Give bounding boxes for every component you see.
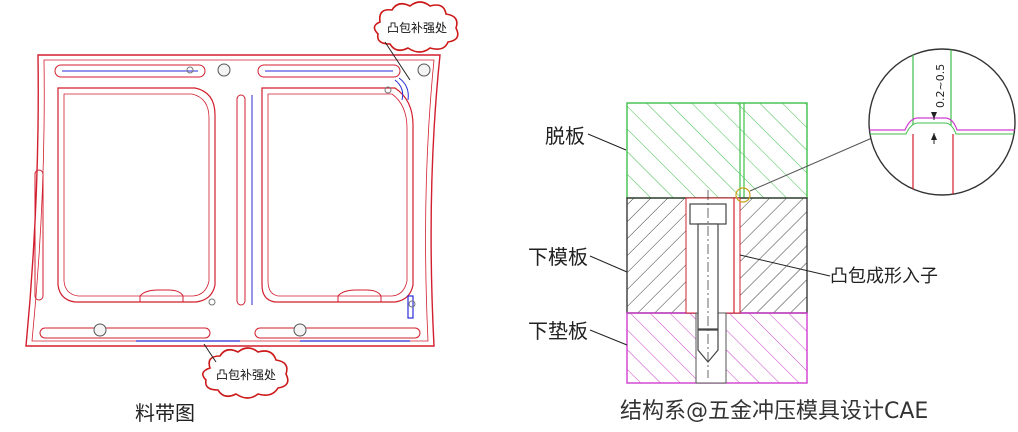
detail-bump-profile — [869, 117, 1015, 131]
detail-leader — [749, 137, 873, 192]
stripper-plate — [626, 102, 808, 199]
callout-cloud-top — [373, 1, 459, 53]
small-hole — [208, 298, 216, 306]
callout-top-leader — [384, 41, 411, 81]
callout-top: 凸包补强处 — [373, 1, 459, 81]
forming-insert — [689, 190, 735, 378]
leader-insert — [739, 254, 831, 277]
callout-bottom: 凸包补强处 — [202, 343, 289, 399]
callout-bottom-text: 凸包补强处 — [216, 368, 276, 382]
tab-right — [337, 289, 382, 302]
callout-cloud-bottom — [202, 347, 289, 399]
label-lower-die: 下模板 — [528, 245, 588, 269]
bottom-slot-left — [39, 327, 211, 339]
section-view: 0.2~0.5 脱板 下模板 下垫板 凸包成形入子 — [528, 48, 1016, 384]
pilot-holes — [93, 63, 431, 337]
detail-bump-profile-2 — [869, 122, 1015, 135]
callout-bottom-leader — [203, 343, 217, 363]
dimension-text: 0.2~0.5 — [934, 64, 947, 108]
pilot-hole — [93, 323, 107, 337]
small-hole — [384, 86, 392, 94]
pilot-hole — [417, 63, 431, 77]
strip-caption: 料带图 — [135, 401, 195, 425]
side-slot-mid — [236, 94, 246, 306]
insert-thread — [697, 329, 719, 363]
corner-reinforcement — [394, 77, 409, 101]
pilot-hole — [293, 323, 307, 337]
callout-top-text: 凸包补强处 — [387, 21, 447, 35]
leader-stripper — [587, 133, 627, 151]
side-slot-left — [34, 169, 44, 301]
top-slot-left — [54, 64, 206, 78]
label-lower-pad: 下垫板 — [528, 319, 588, 343]
bottom-slot-right — [254, 327, 421, 339]
detail-circle — [868, 48, 1016, 196]
tab-left — [139, 289, 184, 302]
part-window-left-inner — [63, 93, 210, 297]
detail-marker — [735, 187, 751, 203]
top-slot-right — [257, 64, 401, 78]
strip-layout: 凸包补强处 凸包补强处 料带图 — [25, 1, 459, 425]
part-window-right — [261, 87, 414, 303]
leader-lower-pad — [589, 329, 628, 346]
part-window-right-inner — [267, 93, 408, 297]
detail-view: 0.2~0.5 — [868, 48, 1016, 196]
leader-lower-die — [589, 255, 628, 273]
strip-outline-inner — [31, 59, 435, 342]
small-hole — [186, 66, 194, 74]
dimension-arrow-top — [931, 112, 937, 119]
label-stripper: 脱板 — [545, 124, 585, 148]
strip-outline — [25, 54, 441, 347]
pilot-hole — [217, 63, 231, 77]
small-hole — [408, 300, 416, 308]
part-window-left — [57, 87, 216, 303]
watermark-text: 结构系@五金冲压模具设计CAE — [620, 399, 928, 424]
label-insert: 凸包成形入子 — [830, 266, 938, 287]
